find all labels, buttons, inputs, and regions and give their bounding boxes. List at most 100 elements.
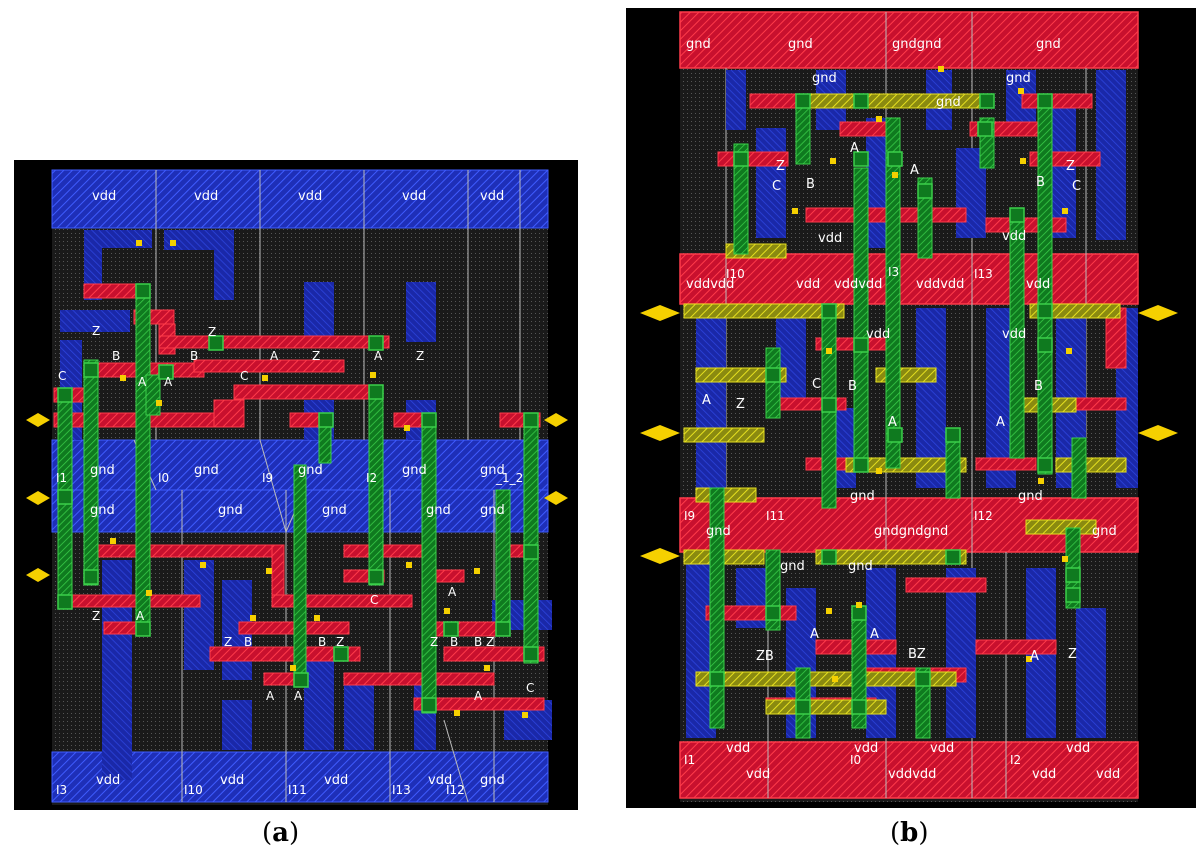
caption-b: (b) bbox=[890, 818, 929, 848]
contact-vias bbox=[57, 283, 539, 713]
rail-label: vdd bbox=[726, 741, 750, 756]
cell-label: A bbox=[910, 163, 919, 178]
instance-label: I9 bbox=[262, 471, 273, 485]
power-rails bbox=[679, 11, 1139, 799]
pin-label: Z bbox=[92, 609, 100, 623]
instance-label: I12 bbox=[974, 509, 993, 523]
instance-label: I10 bbox=[184, 783, 203, 797]
instance-label: _1_2 bbox=[495, 471, 523, 485]
cell-label: A bbox=[1030, 649, 1039, 664]
pin-label: A bbox=[270, 349, 279, 363]
cell-label: C bbox=[772, 179, 781, 194]
rail-label: vdd bbox=[96, 773, 120, 788]
pin-label: Z bbox=[312, 349, 320, 363]
cell-label: A bbox=[870, 627, 879, 642]
contact-vias bbox=[709, 93, 1081, 715]
rail-label: vdd bbox=[402, 189, 426, 204]
pin-label: B bbox=[244, 635, 252, 649]
pin-label: A bbox=[448, 585, 457, 599]
cell-label: C bbox=[1072, 179, 1081, 194]
cell-label: B bbox=[806, 177, 815, 192]
instance-label: I9 bbox=[684, 509, 695, 523]
rail-label: vddvdd bbox=[834, 277, 882, 292]
pin-label: Z bbox=[416, 349, 424, 363]
pin-label: B bbox=[474, 635, 482, 649]
cell-label: gnd bbox=[936, 95, 961, 110]
instance-label: I1 bbox=[684, 753, 695, 767]
pin-label: C bbox=[240, 369, 248, 383]
cell-label: gnd bbox=[1006, 71, 1031, 86]
cell-label: A bbox=[996, 415, 1005, 430]
instance-label: I2 bbox=[366, 471, 377, 485]
instance-label: I3 bbox=[56, 783, 67, 797]
rail-label: gnd bbox=[480, 773, 505, 788]
cell-label: vdd bbox=[866, 327, 890, 342]
layout-b-canvas: gnd gnd gnd gnd gnd gnd gnd gnd C B A A B… bbox=[640, 11, 1178, 802]
rail-label: gnd bbox=[426, 503, 451, 518]
pin-label: A bbox=[474, 689, 483, 703]
pin-label: Z bbox=[430, 635, 438, 649]
rail-label: vdd bbox=[1026, 277, 1050, 292]
cell-label: gnd bbox=[1018, 489, 1043, 504]
instance-label: I1 bbox=[56, 471, 67, 485]
rail-label: vdd bbox=[298, 189, 322, 204]
pin-label: A bbox=[164, 375, 173, 389]
rail-label: vdd bbox=[1032, 767, 1056, 782]
cell-label: Z bbox=[736, 397, 745, 412]
pin-label: Z bbox=[486, 635, 494, 649]
pin-label: Z bbox=[92, 324, 100, 338]
pin-label: A bbox=[374, 349, 383, 363]
cell-label: B bbox=[1036, 175, 1045, 190]
caption-b-letter: b bbox=[900, 818, 919, 848]
rail-label: gnd bbox=[218, 503, 243, 518]
pin-label: A bbox=[136, 609, 145, 623]
rail-label: vdd bbox=[194, 189, 218, 204]
pin-label: Z bbox=[336, 635, 344, 649]
instance-label: I0 bbox=[850, 753, 861, 767]
rail-label: gnd bbox=[788, 37, 813, 52]
rail-label: gnd bbox=[1036, 37, 1061, 52]
instance-label: I13 bbox=[392, 783, 411, 797]
cell-label: gnd bbox=[780, 559, 805, 574]
rail-label: gnd bbox=[480, 503, 505, 518]
cell-label: A bbox=[850, 141, 859, 156]
rail-label: vdd bbox=[220, 773, 244, 788]
pin-label: A bbox=[266, 689, 275, 703]
cell-label: vdd bbox=[1002, 229, 1026, 244]
caption-a: (a) bbox=[262, 818, 300, 848]
cell-label: gnd bbox=[850, 489, 875, 504]
rail-label: vddvdd bbox=[916, 277, 964, 292]
rail-label: gnd bbox=[194, 463, 219, 478]
instance-label: I13 bbox=[974, 267, 993, 281]
rail-label: gnd bbox=[90, 503, 115, 518]
rail-label: gnd bbox=[1092, 524, 1117, 539]
rail-label: gndgndgnd bbox=[874, 524, 948, 539]
cell-label: Z bbox=[1066, 159, 1075, 174]
pin-label: B bbox=[190, 349, 198, 363]
cell-label: Z bbox=[776, 159, 785, 174]
cell-label: gnd bbox=[848, 559, 873, 574]
cell-label: B bbox=[848, 379, 857, 394]
pin-label: C bbox=[58, 369, 66, 383]
cell-label: gnd bbox=[812, 71, 837, 86]
rail-label: vdd bbox=[480, 189, 504, 204]
rail-label: vdd bbox=[428, 773, 452, 788]
cell-label: A bbox=[888, 415, 897, 430]
rail-label: gnd bbox=[480, 463, 505, 478]
cell-label: A bbox=[810, 627, 819, 642]
instance-label: I2 bbox=[1010, 753, 1021, 767]
rail-label: vdd bbox=[746, 767, 770, 782]
rail-label: vdd bbox=[930, 741, 954, 756]
pin-label: A bbox=[138, 375, 147, 389]
cell-label: A bbox=[702, 393, 711, 408]
rail-label: gnd bbox=[686, 37, 711, 52]
rail-label: vdd bbox=[1066, 741, 1090, 756]
pin-label: B bbox=[450, 635, 458, 649]
instance-label: I11 bbox=[766, 509, 785, 523]
instance-label: I0 bbox=[158, 471, 169, 485]
cell-label: Z bbox=[1068, 647, 1077, 662]
instance-label: I12 bbox=[446, 783, 465, 797]
pin-label: C bbox=[370, 593, 378, 607]
cell-label: BZ bbox=[908, 647, 926, 662]
rail-label: gnd bbox=[298, 463, 323, 478]
